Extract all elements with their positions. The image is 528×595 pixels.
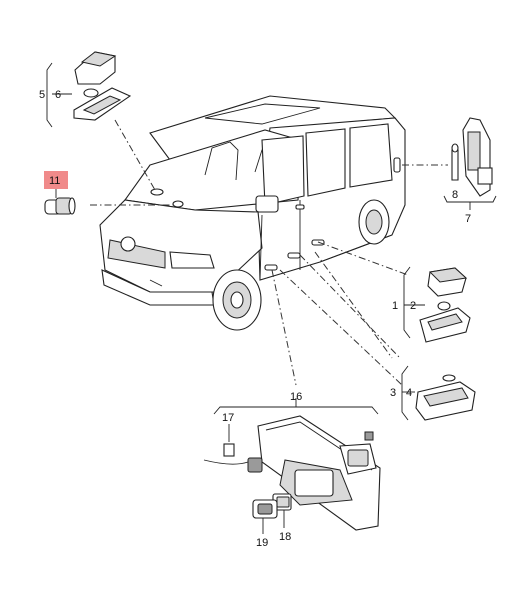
label-4: 4 xyxy=(406,387,412,399)
label-2: 2 xyxy=(410,300,416,312)
van-illustration xyxy=(99,95,406,331)
label-18: 18 xyxy=(279,531,291,543)
label-1: 1 xyxy=(392,300,398,312)
part-group-16-19 xyxy=(203,398,381,534)
label-8: 8 xyxy=(452,189,458,201)
label-19: 19 xyxy=(256,537,268,549)
label-3: 3 xyxy=(390,387,396,399)
part-11-highlight xyxy=(44,171,68,189)
label-5: 5 xyxy=(39,89,45,101)
callout-labels: 5 6 11 8 7 1 2 3 4 16 17 18 19 xyxy=(39,89,471,549)
label-7: 7 xyxy=(465,213,471,225)
part-11 xyxy=(44,171,76,215)
part-group-5-6 xyxy=(46,51,132,128)
part-group-3-4 xyxy=(401,365,476,421)
connector-lines xyxy=(90,119,448,386)
label-17: 17 xyxy=(222,412,234,424)
label-6: 6 xyxy=(55,89,61,101)
label-16: 16 xyxy=(290,391,302,403)
part-group-1-2 xyxy=(403,266,471,343)
part-group-7-8 xyxy=(443,117,497,210)
label-11: 11 xyxy=(49,175,60,187)
